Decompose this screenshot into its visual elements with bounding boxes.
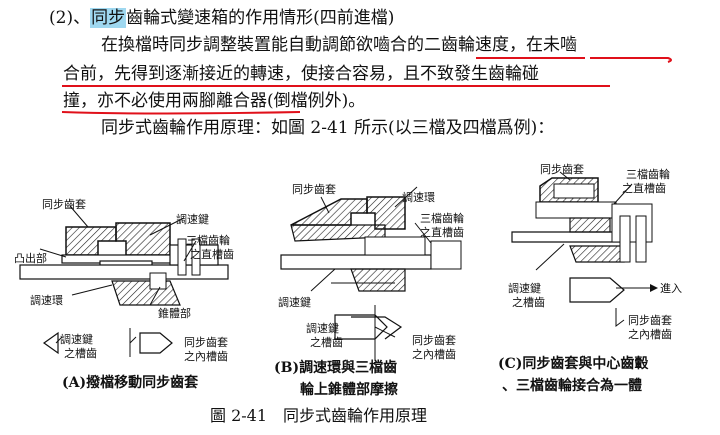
c-label-key-groove-1: 調速鍵	[508, 282, 541, 295]
caption-b-line-2: 輪上錐體部摩擦	[300, 382, 398, 398]
b-label-sleeve: 同步齒套	[292, 183, 336, 196]
figure-caption: 圖 2-41 同步式齒輪作用原理	[210, 406, 428, 425]
a-label-ring: 調速環	[30, 294, 63, 307]
caption-c-line-1: (C)同步齒套與中心齒轂	[498, 356, 649, 372]
a-label-straight-teeth: 之直槽齒	[190, 248, 234, 261]
c-label-sleeve: 同步齒套	[540, 163, 584, 176]
diagram-b	[280, 186, 462, 361]
c-label-straight-teeth: 之直槽齒	[622, 182, 666, 195]
c-label-key-groove-2: 之槽齒	[512, 296, 545, 309]
b-label-key-groove-1: 調速鍵	[306, 322, 339, 335]
a-label-key-groove-2: 之槽齒	[64, 347, 97, 360]
heading-number: (2)、	[49, 8, 91, 28]
a-label-protrusion: 凸出部	[14, 252, 47, 265]
a-label-inner-teeth-1: 同步齒套	[184, 336, 228, 349]
caption-b-line-1: (B)調速環與三檔齒	[274, 360, 398, 376]
b-label-straight-teeth: 之直槽齒	[420, 226, 464, 239]
c-label-inner-teeth-2: 之內槽齒	[628, 328, 672, 341]
c-label-third-gear: 三檔齒輪	[626, 168, 670, 181]
b-label-ring: 調速環	[402, 191, 435, 204]
paragraph-line-2: 合前，先得到逐漸接近的轉速，使接合容易，且不致發生齒輪碰	[63, 64, 539, 84]
a-label-sleeve: 同步齒套	[42, 198, 86, 211]
a-label-key: 調速鍵	[176, 213, 209, 226]
paragraph-line-1: 在換檔時同步調整裝置能自動調節欲嚙合的二齒輪速度，在未嚙	[101, 35, 577, 55]
heading-title: 齒輪式變速箱的作用情形(四前進檔)	[126, 8, 395, 28]
b-label-third-gear: 三檔齒輪	[420, 212, 464, 225]
b-label-inner-teeth-1: 同步齒套	[412, 334, 456, 347]
red-underlines	[61, 57, 672, 115]
a-label-third-gear: 三檔齒輪	[186, 234, 230, 247]
a-label-key-groove-1: 調速鍵	[60, 333, 93, 346]
b-label-key-groove-2: 之槽齒	[310, 336, 343, 349]
section-heading: (2)、同步齒輪式變速箱的作用情形(四前進檔)	[49, 8, 394, 28]
a-label-cone: 錐體部	[158, 307, 191, 320]
b-label-key: 調速鍵	[278, 296, 311, 309]
paragraph-line-4: 同步式齒輪作用原理：如圖 2-41 所示(以三檔及四檔爲例)：	[101, 118, 555, 138]
heading-highlight: 同步	[90, 8, 127, 28]
caption-a: (A)撥檔移動同步齒套	[62, 375, 199, 391]
caption-c-line-2: 、三檔齒輪接合為一體	[502, 378, 642, 394]
diagram-c	[511, 171, 658, 327]
paragraph-line-3: 撞，亦不必使用兩腳離合器(倒檔例外)。	[63, 91, 366, 111]
c-label-inner-teeth-1: 同步齒套	[628, 314, 672, 327]
a-label-inner-teeth-2: 之內槽齒	[184, 350, 228, 363]
diagram-a	[19, 205, 229, 357]
b-label-inner-teeth-2: 之內槽齒	[412, 348, 456, 361]
c-label-enter: 進入	[660, 282, 682, 295]
